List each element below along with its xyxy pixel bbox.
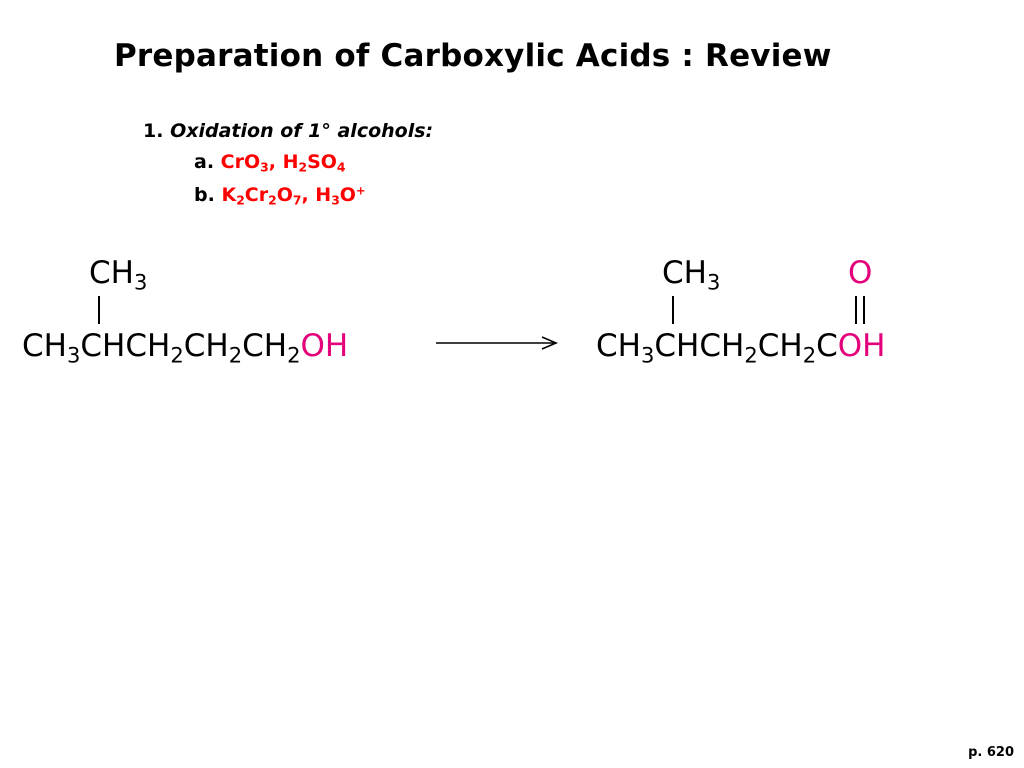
carbonyl-oxygen: O [848, 255, 873, 291]
degree-symbol: ° [321, 120, 331, 142]
hydroxyl-group: OH [300, 328, 349, 364]
reactant-branch-bond [98, 296, 100, 324]
item-letter: b. [194, 184, 215, 206]
list-item-reagent-a: a. CrO3, H2SO4 [194, 151, 346, 175]
reaction-arrow [436, 336, 559, 350]
reactant-branch-ch3: CH3 [89, 255, 148, 295]
product-branch-bond [672, 296, 674, 324]
product-formula: CH3CHCH2CH2COH [596, 328, 886, 368]
reagent-k2cr2o7-h3o: K2Cr2O7, H3O+ [221, 183, 366, 208]
list-item-reagent-b: b. K2Cr2O7, H3O+ [194, 183, 366, 208]
product-branch-ch3: CH3 [662, 255, 721, 295]
page-number: p. 620 [968, 745, 1014, 760]
carbonyl-double-bond-right [863, 296, 865, 324]
item-number: 1. [143, 120, 164, 142]
item-text: Oxidation of 1° alcohols: [170, 120, 434, 142]
reagent-cro3-h2so4: CrO3, H2SO4 [220, 151, 346, 175]
list-item-oxidation: 1. Oxidation of 1° alcohols: [143, 120, 433, 142]
item-letter: a. [194, 151, 215, 173]
carbonyl-double-bond-left [855, 296, 857, 324]
reactant-formula: CH3CHCH2CH2CH2OH [22, 328, 349, 368]
carboxyl-oh: OH [837, 328, 886, 364]
slide-title: Preparation of Carboxylic Acids : Review [114, 38, 832, 74]
